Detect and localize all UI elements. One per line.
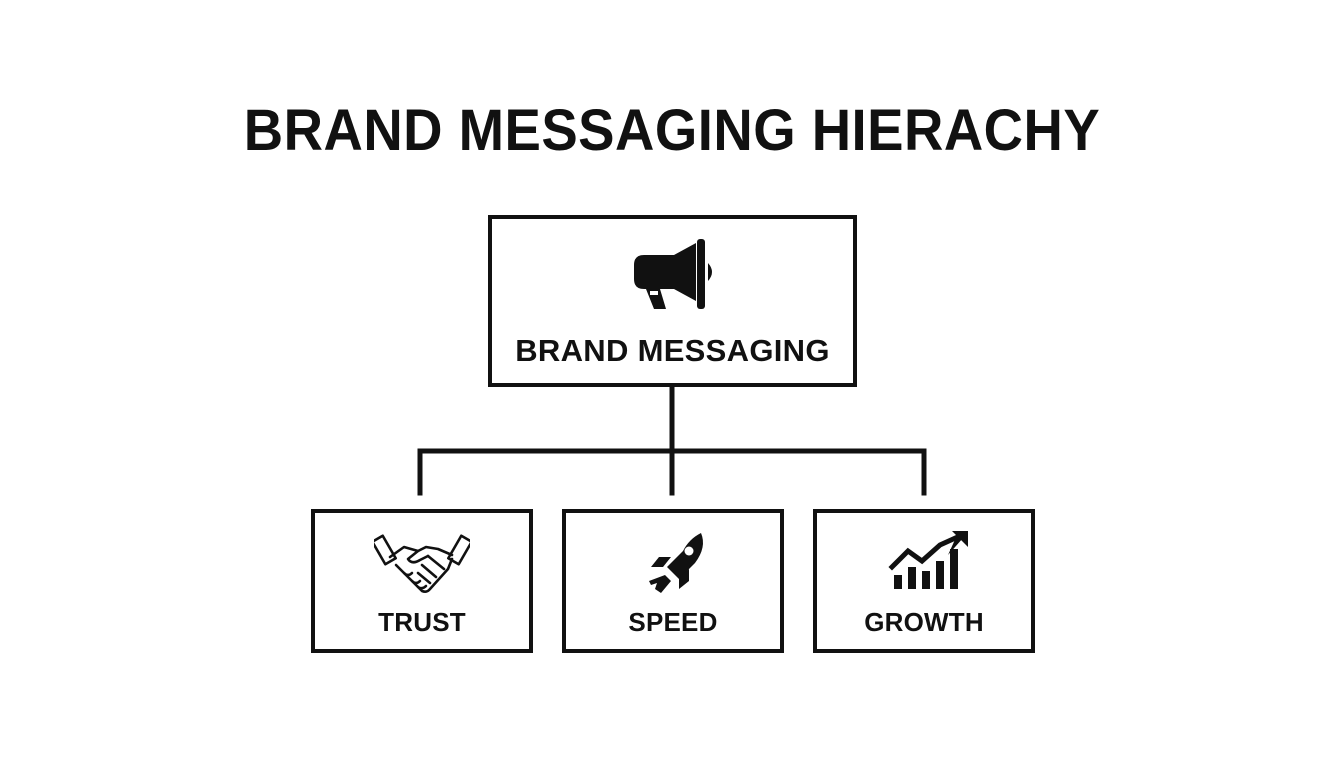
child-node-growth: GROWTH bbox=[813, 509, 1035, 653]
child-node-speed: SPEED bbox=[562, 509, 784, 653]
growth-chart-icon bbox=[888, 531, 968, 589]
child-node-label-speed: SPEED bbox=[628, 607, 718, 637]
rocket-icon bbox=[649, 533, 703, 593]
child-node-label-growth: GROWTH bbox=[864, 607, 984, 637]
handshake-icon bbox=[374, 534, 470, 593]
megaphone-icon bbox=[634, 239, 712, 309]
child-node-trust: TRUST bbox=[311, 509, 533, 653]
root-node-label: BRAND MESSAGING bbox=[515, 333, 830, 368]
root-node-brand-messaging: BRAND MESSAGING bbox=[488, 215, 857, 387]
diagram-title: BRAND MESSAGING HIERACHY bbox=[243, 98, 1101, 163]
child-node-label-trust: TRUST bbox=[378, 607, 466, 637]
